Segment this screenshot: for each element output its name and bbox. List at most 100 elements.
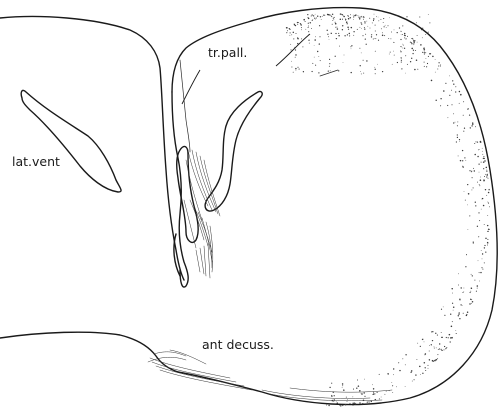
stipple-dot	[295, 54, 296, 55]
stipple-dot	[286, 27, 288, 29]
stipple-dot	[328, 14, 330, 16]
stipple-dot	[483, 168, 484, 169]
stipple-dot	[315, 65, 316, 66]
stipple-dot	[336, 401, 337, 402]
stipple-dot	[425, 52, 426, 53]
stipple-dot	[431, 80, 433, 82]
stipple-dot	[444, 315, 445, 316]
stipple-dot	[375, 399, 377, 401]
stipple-dot	[411, 370, 413, 372]
stipple-dot	[291, 34, 292, 35]
stipple-dot	[376, 16, 377, 17]
stipple-dot	[373, 20, 374, 21]
stipple-dot	[329, 66, 330, 67]
stipple-dot	[416, 59, 417, 60]
stipple-dot	[483, 161, 485, 163]
stipple-dot	[420, 374, 421, 375]
stipple-dot	[289, 29, 290, 30]
stipple-dot	[298, 22, 299, 23]
stipple-dot	[359, 48, 360, 49]
stipple-dot	[287, 30, 288, 31]
stipple-dot	[358, 385, 360, 387]
stipple-dot	[372, 22, 373, 23]
stipple-dot	[294, 47, 295, 48]
stipple-dot	[402, 25, 403, 26]
stipple-dot	[374, 14, 375, 15]
stipple-dot	[364, 22, 365, 23]
stipple-dot	[312, 19, 313, 20]
stipple-dot	[479, 185, 480, 186]
stipple-dot	[362, 403, 363, 404]
stipple-dot	[305, 21, 306, 22]
stipple-dot	[345, 20, 346, 21]
stipple-dot	[402, 44, 403, 45]
stipple-dot	[487, 242, 488, 243]
stipple-dot	[489, 206, 490, 207]
stipple-dot	[417, 69, 418, 70]
stipple-dot	[332, 14, 333, 15]
stipple-dot	[483, 205, 485, 207]
stipple-dot	[434, 347, 435, 348]
stipple-dot	[361, 53, 362, 54]
stipple-dot	[477, 156, 479, 158]
stipple-dot	[375, 38, 376, 39]
stipple-dot	[488, 203, 489, 204]
stipple-dot	[473, 187, 474, 188]
stipple-dot	[305, 29, 306, 30]
stipple-dot	[431, 331, 432, 332]
stipple-dot	[303, 19, 305, 21]
stipple-dot	[354, 15, 355, 16]
stipple-dot	[470, 292, 471, 293]
stipple-dot	[347, 401, 348, 402]
stipple-dot	[315, 36, 316, 37]
stipple-dot	[468, 229, 469, 230]
stipple-dot	[404, 33, 406, 35]
stipple-dot	[384, 26, 385, 27]
left-hemisphere-outline	[0, 17, 184, 281]
stipple-dot	[363, 400, 365, 402]
stipple-dot	[429, 351, 430, 352]
stipple-dot	[375, 31, 376, 32]
stipple-dot	[436, 347, 437, 348]
stipple-dot	[290, 35, 291, 36]
stipple-dot	[399, 27, 400, 28]
stipple-dot	[331, 16, 332, 17]
stipple-dot	[373, 38, 374, 39]
stipple-dot	[440, 64, 441, 65]
stipple-dot	[297, 38, 298, 39]
stipple-dot	[383, 18, 384, 19]
stipple-dot	[489, 189, 490, 190]
stipple-dot	[477, 142, 478, 143]
stipple-dot	[309, 40, 310, 41]
stipple-dot	[422, 373, 423, 374]
stipple-dot	[485, 252, 486, 253]
stipple-dot	[484, 176, 485, 177]
stipple-dot	[364, 396, 365, 397]
stipple-dot	[469, 303, 470, 304]
stipple-dot	[314, 39, 316, 41]
stipple-dot	[401, 34, 402, 35]
stipple-dot	[450, 337, 452, 339]
stipple-dot	[429, 345, 430, 346]
stipple-dot	[460, 94, 462, 96]
stipple-dot	[478, 236, 479, 237]
stipple-dot	[378, 40, 379, 41]
stipple-dot	[301, 38, 302, 39]
stipple-dot	[401, 68, 402, 69]
ant-decuss-label: ant decuss.	[202, 337, 274, 352]
stipple-dot	[342, 405, 343, 406]
stipple-dot	[326, 404, 327, 405]
stipple-dot	[434, 348, 435, 349]
stipple-dot	[477, 288, 478, 289]
stipple-dot	[462, 166, 463, 167]
stipple-dot	[482, 151, 483, 152]
stipple-dot	[480, 141, 482, 143]
stipple-dot	[335, 22, 336, 23]
stipple-dot	[329, 387, 330, 388]
stipple-dot	[416, 22, 417, 23]
stipple-dot	[464, 157, 465, 158]
stipple-dot	[420, 45, 421, 46]
stipple-dot	[388, 25, 389, 26]
stipple-dot	[424, 52, 425, 53]
right-ventricle-outline	[205, 91, 262, 211]
